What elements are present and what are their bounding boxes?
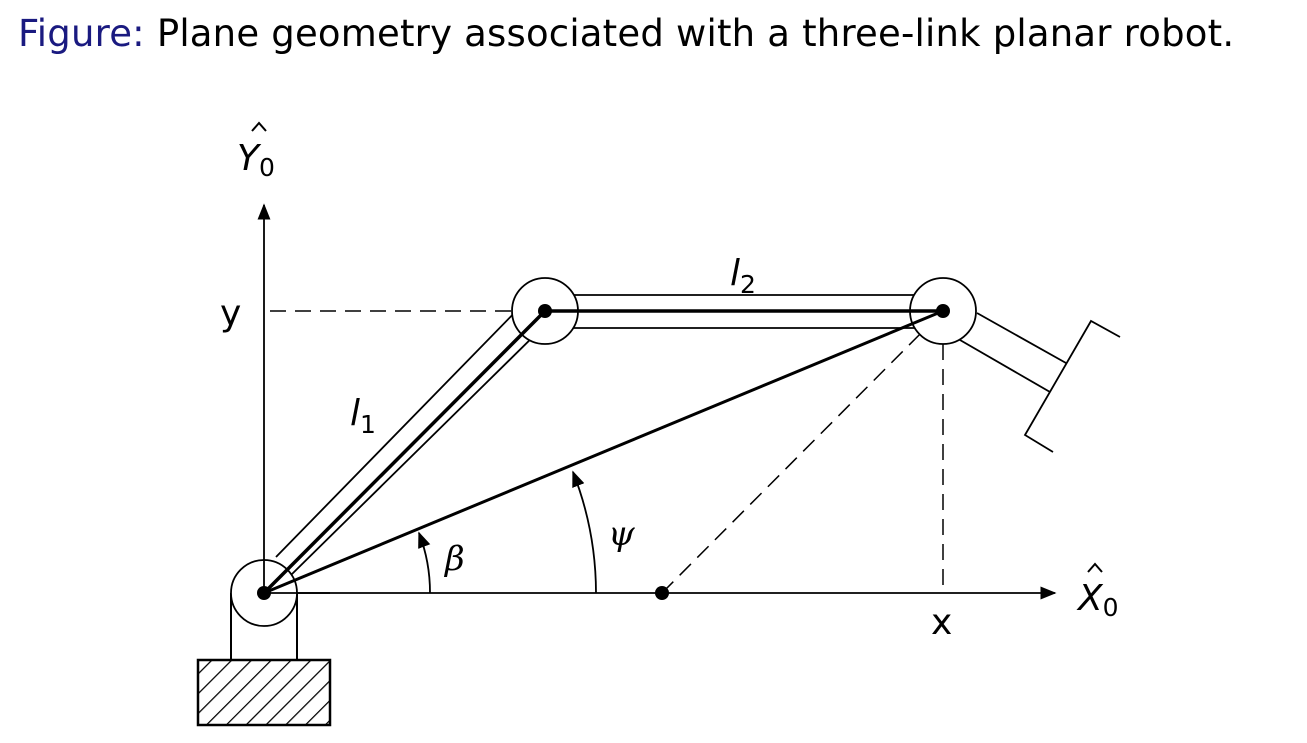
y-coordinate-label: y: [220, 293, 241, 334]
gripper: [1023, 319, 1121, 453]
x-axis-hat-icon: [1087, 562, 1103, 573]
psi-arc: [572, 470, 597, 594]
reach-line: [263, 309, 944, 595]
link1-outline: [275, 302, 525, 558]
psi-label: ψ: [608, 514, 635, 554]
x-axis-label: X0: [1076, 578, 1119, 622]
caption-text: Plane geometry associated with a three-l…: [156, 12, 1235, 55]
link1-centerline: [262, 309, 547, 595]
link2-label: l2: [730, 253, 756, 299]
diagonal-dashed: [661, 310, 944, 594]
point-on-x-axis: [655, 586, 669, 600]
link1-label: l1: [350, 393, 376, 439]
y-axis-label: Y0: [237, 138, 275, 182]
caption-prefix: Figure:: [18, 12, 145, 55]
x-coordinate-label: x: [931, 602, 952, 643]
y-axis-hat-icon: [251, 121, 267, 132]
ground-base: [196, 658, 332, 727]
link3-outline: [976, 312, 1067, 364]
figure-caption: Figure: Plane geometry associated with a…: [18, 12, 1234, 55]
beta-arc: [418, 531, 431, 594]
beta-label: β: [443, 539, 465, 579]
